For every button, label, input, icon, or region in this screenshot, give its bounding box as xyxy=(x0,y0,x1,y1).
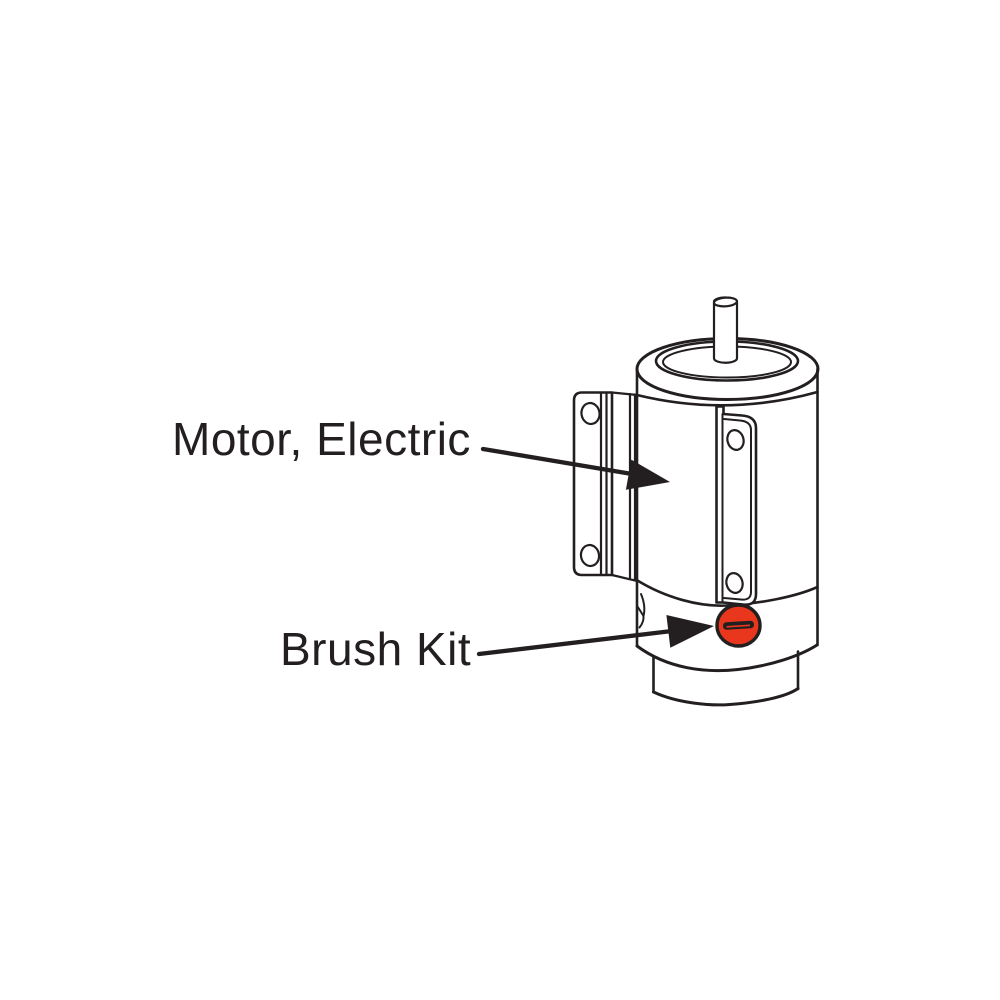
bracket-bottom-flange xyxy=(610,573,639,583)
strap-hole-bottom xyxy=(725,572,744,594)
motor-shaft xyxy=(712,296,739,364)
brush-leader-line xyxy=(476,628,675,657)
brush-leader-arrow xyxy=(476,615,714,657)
motor-leader-arrow xyxy=(480,446,670,490)
bracket-hole-top xyxy=(580,401,601,426)
strap-inner-right-line xyxy=(723,418,752,601)
brush-cap xyxy=(715,603,762,648)
mounting-strap xyxy=(715,405,758,606)
motor-label: Motor, Electric xyxy=(172,413,471,465)
brush-arrowhead xyxy=(666,615,714,648)
bracket-top-flange xyxy=(610,391,639,397)
band-top-seam xyxy=(633,577,819,607)
motor-arrowhead xyxy=(625,459,670,490)
motor-leader-line xyxy=(480,446,635,477)
brush-kit-label: Brush Kit xyxy=(280,623,472,675)
band-bottom-seam xyxy=(635,643,819,673)
bracket-plate xyxy=(572,391,614,577)
end-cap-cylinder xyxy=(652,650,800,707)
end-cap-bottom-arc xyxy=(652,687,800,707)
brush-cap-slot-highlight xyxy=(726,624,751,628)
motor-rim-lower-arc xyxy=(635,390,819,407)
strap-hole-top xyxy=(726,429,745,451)
mounting-bracket xyxy=(572,391,639,583)
strap-end-mark xyxy=(636,593,646,629)
shaft-top-ellipse xyxy=(712,296,739,308)
bracket-hole-bottom xyxy=(579,543,601,568)
